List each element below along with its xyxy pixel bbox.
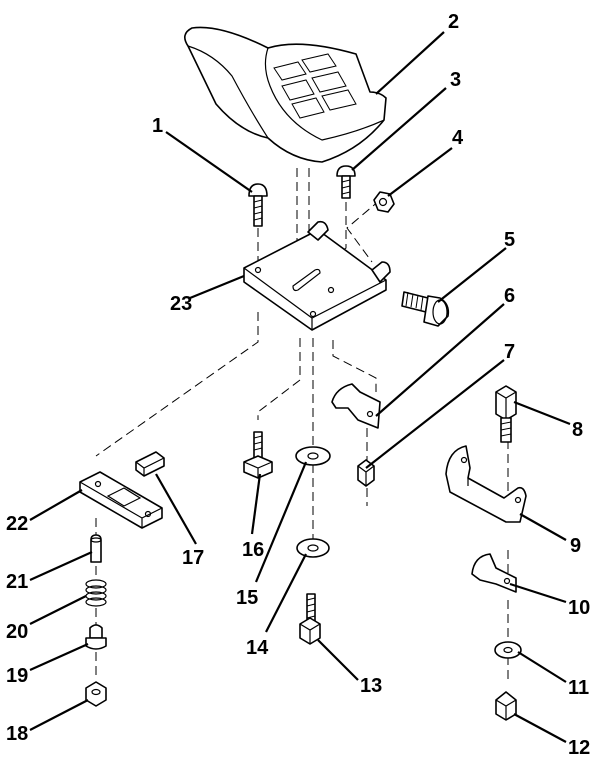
flat-washer-small-part <box>494 641 522 659</box>
hex-flange-nut-part <box>85 681 107 707</box>
callout-21: 21 <box>6 571 28 593</box>
lock-nut-part <box>373 191 395 213</box>
seat-bracket-part <box>243 220 391 331</box>
flat-washer-part <box>296 538 330 558</box>
callout-18: 18 <box>6 723 28 745</box>
callout-4: 4 <box>452 127 464 149</box>
latch-plate-part <box>79 471 163 529</box>
callout-9: 9 <box>570 535 581 557</box>
callout-2: 2 <box>448 11 459 33</box>
callout-11: 11 <box>568 677 589 699</box>
cap-screw-part <box>299 593 321 645</box>
callout-23: 23 <box>170 293 192 315</box>
clip-bracket-part <box>471 553 517 593</box>
callout-5: 5 <box>504 229 515 251</box>
carriage-bolt-small-part <box>336 165 356 199</box>
flat-washer-large-part <box>295 446 331 466</box>
callout-20: 20 <box>6 621 28 643</box>
callout-6: 6 <box>504 285 515 307</box>
callout-labels: 1 2 3 4 5 6 7 8 9 10 11 12 13 14 15 16 1… <box>6 11 590 759</box>
spacer-bushing-part <box>85 624 107 650</box>
hex-nut-lower-part <box>495 691 517 721</box>
callout-22: 22 <box>6 513 28 535</box>
callout-3: 3 <box>450 69 461 91</box>
hex-nut-part <box>357 459 375 487</box>
callout-14: 14 <box>246 637 269 659</box>
rubber-pad-part <box>135 451 165 477</box>
shoulder-bolt-part <box>401 291 450 327</box>
callout-12: 12 <box>568 737 590 759</box>
callout-13: 13 <box>360 675 382 697</box>
callout-15: 15 <box>236 587 258 609</box>
callout-17: 17 <box>182 547 204 569</box>
hex-bolt-part <box>495 385 517 443</box>
carriage-bolt-part <box>248 183 268 227</box>
callout-10: 10 <box>568 597 590 619</box>
callout-16: 16 <box>242 539 264 561</box>
callout-7: 7 <box>504 341 515 363</box>
callout-19: 19 <box>6 665 28 687</box>
callout-1: 1 <box>152 115 163 137</box>
flanged-bolt-part <box>243 431 273 479</box>
callout-8: 8 <box>572 419 583 441</box>
seat-part <box>184 26 387 163</box>
support-bracket-part <box>445 445 527 523</box>
leader-lines <box>29 31 571 743</box>
seat-spring-bracket-part <box>331 383 381 429</box>
pin-part <box>90 534 102 563</box>
compression-spring-part <box>85 579 107 607</box>
